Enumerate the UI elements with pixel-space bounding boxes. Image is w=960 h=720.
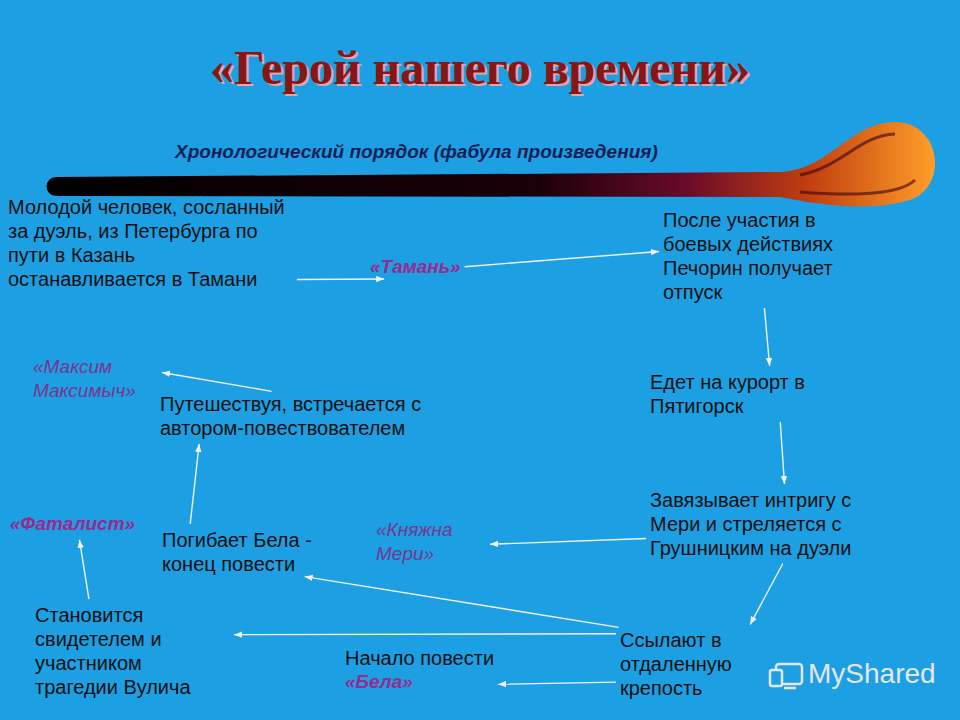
- node-text: Молодой человек, сосланный за дуэль, из …: [8, 195, 293, 291]
- event-text: Путешествуя, встречается с автором-повес…: [160, 392, 490, 440]
- node-text: После участия в боевых действиях Печорин…: [663, 208, 878, 304]
- arrow-connector: [498, 682, 616, 684]
- comet-shape: [47, 122, 936, 206]
- node-text: «Тамань»: [370, 255, 461, 279]
- slide-title: «Герой нашего времени»: [0, 40, 960, 95]
- arrow-connector: [750, 564, 783, 625]
- arrow-connector: [234, 633, 616, 635]
- event-text: Погибает Бела - конец повести: [162, 528, 347, 576]
- node-text: Завязывает интригу с Мери и стреляется с…: [650, 488, 895, 560]
- arrow-connector: [190, 444, 199, 524]
- event-text: Молодой человек, сосланный за дуэль, из …: [8, 195, 293, 291]
- arrow-connector: [297, 278, 384, 280]
- arrow-connector: [780, 422, 784, 484]
- arrow-connector: [490, 539, 646, 545]
- event-text: Ссылают в отдаленную крепость: [620, 628, 755, 700]
- arrow-connector: [465, 252, 659, 267]
- event-text: Становится свидетелем и участником траге…: [35, 603, 230, 699]
- node-text: Путешествуя, встречается с автором-повес…: [160, 392, 490, 440]
- comet-stripe: [800, 180, 915, 194]
- chapter-label: «Княжна Мери»: [376, 518, 486, 566]
- arrow-connector: [79, 540, 89, 599]
- node-text: «Максим Максимыч»: [33, 355, 158, 403]
- node-text: Едет на курорт в Пятигорск: [650, 370, 850, 418]
- arrow-connector: [764, 308, 769, 366]
- arrow-connector: [162, 372, 272, 391]
- event-text: Едет на курорт в Пятигорск: [650, 370, 850, 418]
- node-text: «Княжна Мери»: [376, 518, 486, 566]
- event-text: После участия в боевых действиях Печорин…: [663, 208, 878, 304]
- node-text: Начало повести: [345, 646, 494, 670]
- watermark: MyShared: [808, 658, 936, 690]
- chapter-label: «Тамань»: [370, 255, 461, 279]
- subtitle: Хронологический порядок (фабула произвед…: [175, 141, 658, 163]
- node-text: Становится свидетелем и участником траге…: [35, 603, 230, 699]
- node-text: Ссылают в отдаленную крепость: [620, 628, 755, 700]
- chapter-label: «Бела»: [345, 670, 494, 694]
- node-text: «Фаталист»: [10, 512, 135, 536]
- arrow-connector: [305, 577, 619, 628]
- node-text: Погибает Бела - конец повести: [162, 528, 347, 576]
- event-text: Завязывает интригу с Мери и стреляется с…: [650, 488, 895, 560]
- chapter-label: «Максим Максимыч»: [33, 355, 158, 403]
- chapter-label: «Фаталист»: [10, 512, 135, 536]
- watermark-icon: [770, 664, 802, 688]
- comet-stripe: [800, 134, 895, 175]
- event-text: Начало повести«Бела»: [345, 646, 494, 694]
